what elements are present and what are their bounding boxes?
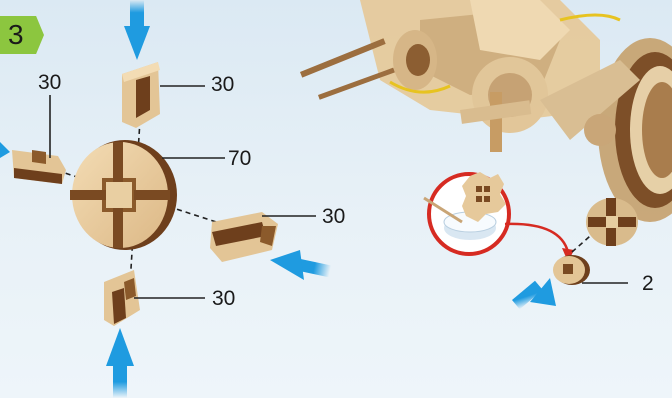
arrow-left-small-icon <box>0 142 10 158</box>
part-right <box>210 212 278 262</box>
label-part-left: 30 <box>38 72 61 93</box>
label-part-center: 70 <box>228 148 251 169</box>
arrow-up-icon <box>106 328 134 398</box>
label-part-right: 30 <box>322 206 345 227</box>
assembly-arrow-diag-icon <box>512 278 556 309</box>
part-top <box>122 62 160 128</box>
arrow-left-icon <box>270 250 331 280</box>
arrow-down-icon <box>124 0 150 60</box>
assembly-arrow-icon <box>505 224 574 262</box>
label-part-top: 30 <box>211 74 234 95</box>
label-part-bottom: 30 <box>212 288 235 309</box>
part-left <box>12 150 66 184</box>
part-center-disc <box>70 140 177 250</box>
part-small-gear <box>553 255 590 285</box>
label-part-small-gear: 2 <box>642 273 654 294</box>
glue-callout <box>424 172 509 254</box>
part-cross-right <box>586 198 638 246</box>
